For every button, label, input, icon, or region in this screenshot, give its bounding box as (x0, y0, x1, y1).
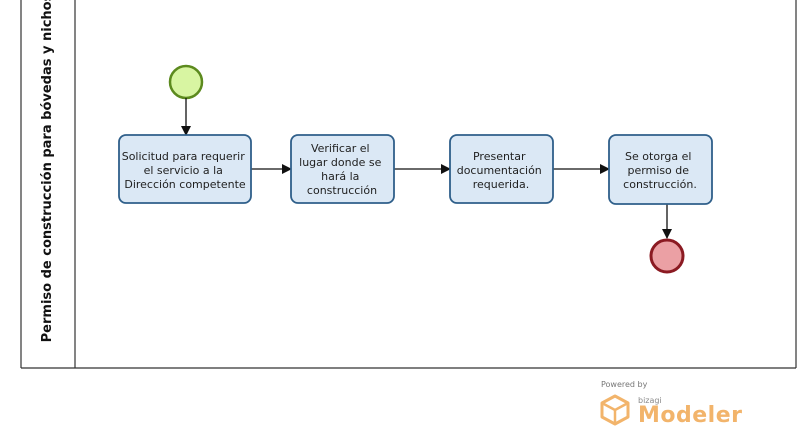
bizagi-hexagon-icon (600, 394, 630, 426)
task-box[interactable] (608, 134, 713, 205)
task-presentar[interactable]: Presentar documentación requerida. (449, 134, 554, 204)
task-line: Se otorga el (625, 150, 691, 163)
task-line: el servicio a la (144, 164, 223, 177)
task-line: Solicitud para requerir (122, 150, 246, 163)
svg-text:Verificar el lugar donde: Verificar el lugar donde se hará la cons… (299, 142, 385, 197)
modeler-wordmark: Modeler (638, 403, 743, 428)
bizagi-branding: Powered by bizagi Modeler (598, 378, 758, 428)
sequence-flows (181, 98, 672, 239)
task-line: construcción. (623, 178, 697, 191)
powered-by-label: Powered by (601, 380, 648, 389)
task-line: lugar donde se (299, 156, 381, 169)
task-solicitud[interactable]: Solicitud para requerir el servicio a la… (118, 134, 252, 204)
task-box[interactable] (118, 134, 252, 204)
task-otorga[interactable]: Se otorga el permiso de construcción. (608, 134, 713, 205)
task-box[interactable] (449, 134, 554, 204)
task-line: hará la (321, 170, 359, 183)
task-line: requerida. (473, 178, 530, 191)
task-line: permiso de (627, 164, 689, 177)
task-line: Verificar el (311, 142, 370, 155)
svg-text:Solicitud para requerir: Solicitud para requerir el servicio a la… (122, 150, 249, 191)
svg-text:Presentar documentación: Presentar documentación requerida. (457, 150, 546, 191)
task-line: Dirección competente (124, 178, 246, 191)
task-line: construcción (307, 184, 377, 197)
lane-label: Permiso de construcción para bóvedas y n… (40, 0, 55, 342)
bizagi-wordmark: bizagi (638, 396, 662, 405)
task-line: Presentar (473, 150, 526, 163)
pool: Permiso de construcción para bóvedas y n… (20, 0, 797, 369)
end-event[interactable] (649, 238, 685, 274)
task-line: documentación (457, 164, 542, 177)
start-event[interactable] (168, 64, 204, 100)
svg-text:Se otorga el permiso de: Se otorga el permiso de construcción. (623, 150, 697, 191)
task-verificar[interactable]: Verificar el lugar donde se hará la cons… (290, 134, 395, 204)
task-box[interactable] (290, 134, 395, 204)
